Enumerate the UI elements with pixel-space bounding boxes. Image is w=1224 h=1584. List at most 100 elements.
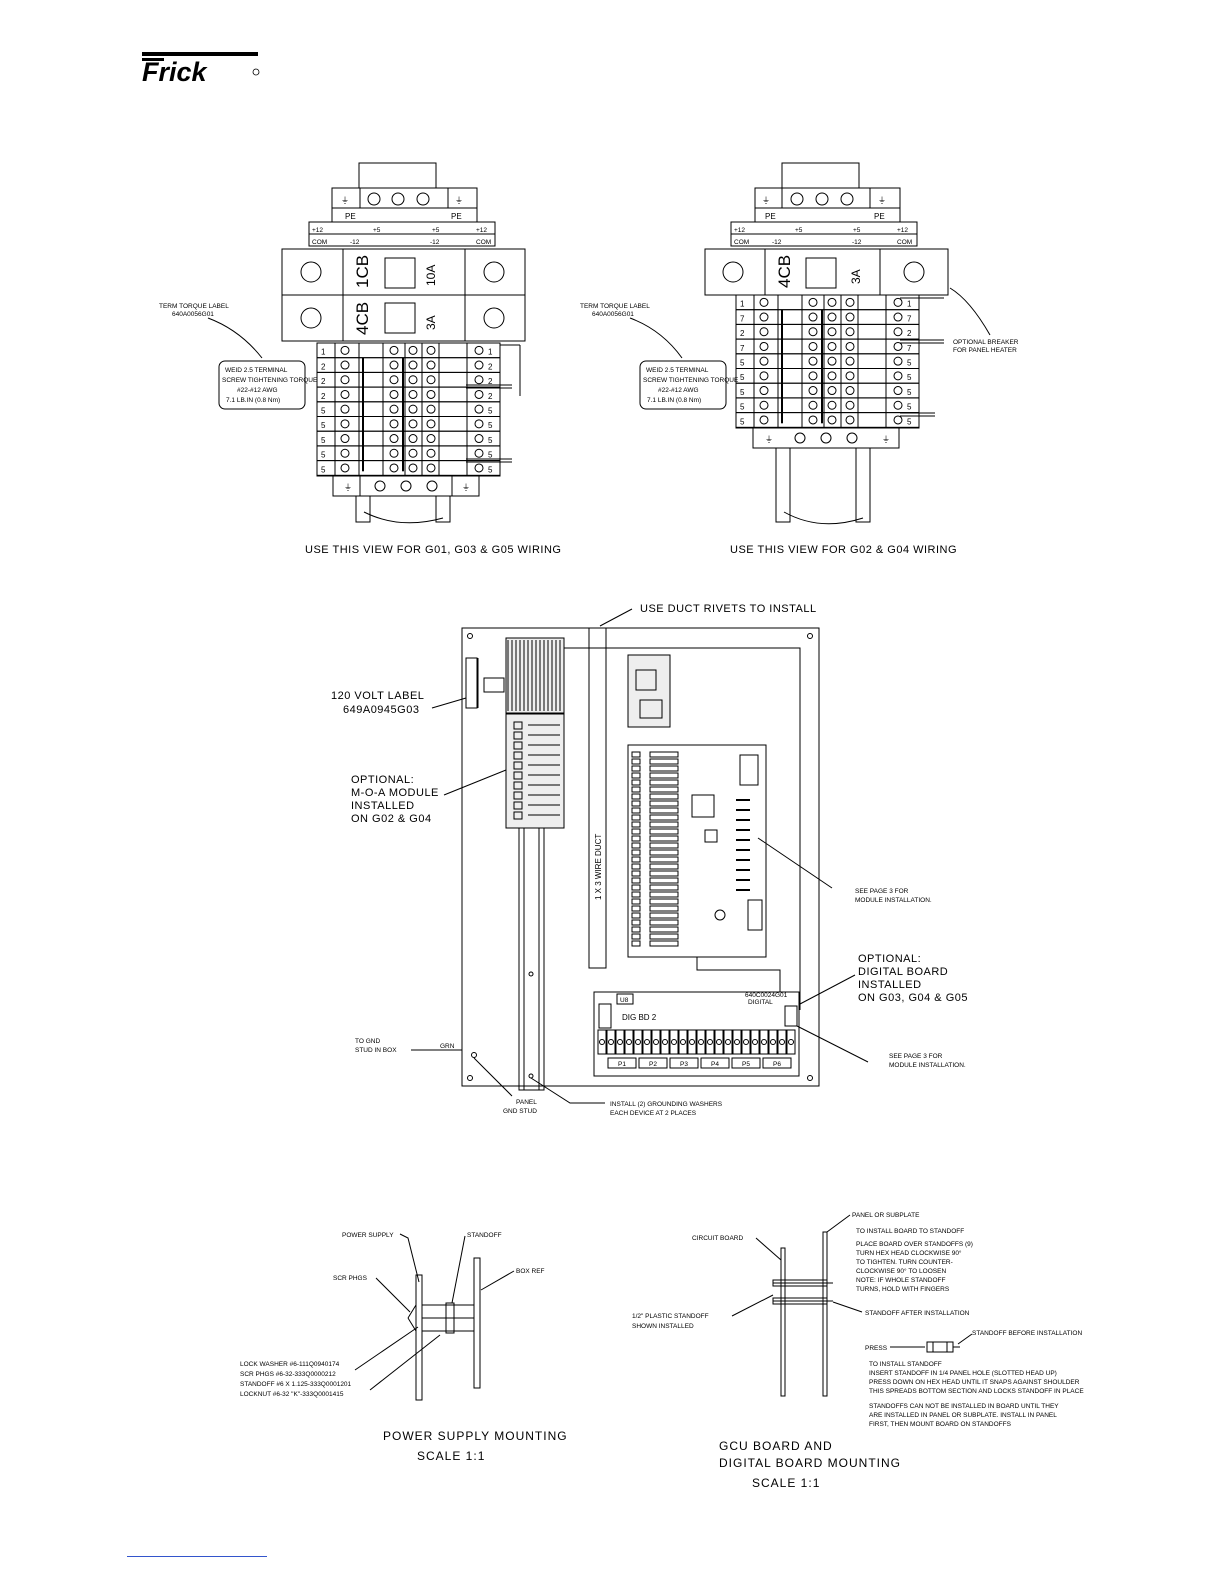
frick-logo: Frick bbox=[142, 52, 260, 84]
gcu-standoff-1: TO INSTALL STANDOFF bbox=[869, 1361, 942, 1368]
right-terminal-row-number-end: 5 bbox=[907, 388, 912, 397]
right-terminal-row-number-end: 5 bbox=[907, 373, 912, 382]
left-terminal-row-number: 2 bbox=[321, 392, 326, 401]
gcu-circuit-board-label: CIRCUIT BOARD bbox=[692, 1235, 743, 1242]
moa-module bbox=[505, 713, 565, 829]
digital-board-connector bbox=[607, 1057, 637, 1069]
gnd-stud-note-2: STUD IN BOX bbox=[355, 1047, 397, 1054]
breaker-3a-rating: 3A bbox=[424, 315, 438, 330]
left-terminal-row-number-end: 2 bbox=[488, 392, 493, 401]
right-terminal-row-number: 5 bbox=[740, 403, 745, 412]
pe-label-right-2: PE bbox=[874, 212, 885, 221]
right-terminal-row-number: 7 bbox=[740, 344, 745, 353]
label-plus5-right: +5 bbox=[795, 227, 803, 234]
left-terminal-row bbox=[316, 460, 501, 476]
ps-part-2: SCR PHGS #6-32-333Q0000212 bbox=[240, 1371, 336, 1378]
left-view-caption: USE THIS VIEW FOR G01, G03 & G05 WIRING bbox=[305, 544, 561, 556]
terminal-view-left: ⏚⏚ PE PE +12 COM -12 +5 +5 -12 +12 COM 1… bbox=[159, 162, 561, 556]
breaker-4cb-right-label: 4CB bbox=[775, 255, 794, 288]
gcu-plastic-standoff-2: SHOWN INSTALLED bbox=[632, 1323, 694, 1330]
digital-board-note-1: OPTIONAL: bbox=[858, 953, 921, 965]
right-terminal-row-number: 5 bbox=[740, 373, 745, 382]
gcu-mounting: CIRCUIT BOARD PANEL OR SUBPLATE TO INSTA… bbox=[632, 1212, 1084, 1490]
pe-label-right-1: PE bbox=[765, 212, 776, 221]
left-terminal-row-number: 5 bbox=[321, 407, 326, 416]
label-plus12-right: +12 bbox=[734, 227, 745, 234]
right-terminal-row-number: 5 bbox=[740, 417, 745, 426]
label-com-right: COM bbox=[734, 239, 749, 246]
digital-board-connector bbox=[762, 1057, 792, 1069]
digital-board-connector-label: P4 bbox=[711, 1061, 719, 1068]
dig-board-label: DIG BD 2 bbox=[622, 1013, 657, 1022]
label-minus12-right-2: -12 bbox=[852, 239, 862, 246]
digital-board-connector bbox=[638, 1057, 668, 1069]
gcu-standoff-before-label: STANDOFF BEFORE INSTALLATION bbox=[972, 1330, 1082, 1337]
right-terminal-row-number-end: 1 bbox=[907, 300, 912, 309]
left-terminal-row-number: 1 bbox=[321, 348, 326, 357]
term-torque-label-right: TERM TORQUE LABEL bbox=[580, 303, 650, 310]
term-torque-part-left: 640A0056G01 bbox=[172, 311, 214, 318]
right-terminal-row-number-end: 5 bbox=[907, 359, 912, 368]
ps-part-3: STANDOFF #6 X 1.125-333Q0001201 bbox=[240, 1381, 352, 1388]
svg-text:⏚: ⏚ bbox=[455, 196, 463, 205]
grn-label: GRN bbox=[440, 1043, 455, 1050]
svg-text:⏚: ⏚ bbox=[882, 435, 890, 444]
torque-box-left-4: 7.1 LB.IN (0.8 Nm) bbox=[226, 397, 280, 404]
gcu-standoff-2: INSERT STANDOFF IN 1/4 PANEL HOLE (SLOTT… bbox=[869, 1370, 1057, 1377]
digboard-code-2: DIGITAL bbox=[748, 999, 773, 1006]
volt-label-part: 649A0945G03 bbox=[343, 704, 419, 716]
grounding-note-2: EACH DEVICE AT 2 PLACES bbox=[610, 1110, 697, 1117]
left-terminal-row-number-end: 5 bbox=[488, 421, 493, 430]
label-com-left: COM bbox=[312, 239, 327, 246]
ps-box-ref-label: BOX REF bbox=[516, 1268, 545, 1275]
right-terminal-row-number: 2 bbox=[740, 329, 745, 338]
digital-board-note-3: INSTALLED bbox=[858, 979, 922, 991]
gcu-warning-3: FIRST, THEN MOUNT BOARD ON STANDOFFS bbox=[869, 1421, 1012, 1428]
gcu-plastic-standoff-1: 1/2" PLASTIC STANDOFF bbox=[632, 1313, 709, 1320]
gcu-install-5: CLOCKWISE 90° TO LOOSEN bbox=[856, 1267, 946, 1275]
label-plus5-right-2: +5 bbox=[853, 227, 861, 234]
digital-board-note-2: DIGITAL BOARD bbox=[858, 966, 948, 978]
moa-note-1: OPTIONAL: bbox=[351, 774, 414, 786]
right-terminal-row-number-end: 2 bbox=[907, 329, 912, 338]
gcu-scale: SCALE 1:1 bbox=[752, 1476, 820, 1490]
digital-board-connector-label: P5 bbox=[742, 1061, 750, 1068]
u8-label: U8 bbox=[620, 997, 629, 1004]
moa-note-3: INSTALLED bbox=[351, 800, 415, 812]
left-terminal-row-number-end: 1 bbox=[488, 348, 493, 357]
label-minus12-left-2: -12 bbox=[430, 239, 440, 246]
right-terminal-row-number-end: 7 bbox=[907, 344, 912, 353]
digital-board-connector-label: P3 bbox=[680, 1061, 688, 1068]
left-terminal-row-number: 2 bbox=[321, 377, 326, 386]
gcu-title-2: DIGITAL BOARD MOUNTING bbox=[719, 1456, 901, 1470]
torque-box-right-3: #22-#12 AWG bbox=[658, 387, 699, 394]
see-page-note-1b: MODULE INSTALLATION. bbox=[855, 897, 932, 904]
label-plus12-left-2: +12 bbox=[476, 227, 487, 234]
gcu-install-3: TURN HEX HEAD CLOCKWISE 90° bbox=[856, 1249, 962, 1257]
left-terminal-row-number-end: 2 bbox=[488, 377, 493, 386]
torque-box-left-2: SCREW TIGHTENING TORQUE bbox=[222, 377, 318, 384]
torque-box-left-1: WEID 2.5 TERMINAL bbox=[225, 367, 288, 374]
digital-board-connector bbox=[731, 1057, 761, 1069]
panel-outline bbox=[461, 627, 820, 1087]
panel-gnd-note-2: GND STUD bbox=[503, 1108, 537, 1115]
volt-label-text: 120 VOLT LABEL bbox=[331, 690, 424, 702]
gcu-panel-label: PANEL OR SUBPLATE bbox=[852, 1212, 920, 1219]
ps-standoff-label: STANDOFF bbox=[467, 1232, 502, 1239]
label-minus12-right: -12 bbox=[772, 239, 782, 246]
grounding-note-1: INSTALL (2) GROUNDING WASHERS bbox=[610, 1101, 723, 1108]
digital-board-connector-label: P2 bbox=[649, 1061, 657, 1068]
right-terminal-row-number: 7 bbox=[740, 314, 745, 323]
pe-label-left-1: PE bbox=[345, 212, 356, 221]
right-terminal-row-number: 1 bbox=[740, 300, 745, 309]
right-terminal-row bbox=[735, 412, 920, 428]
right-terminal-row-number-end: 5 bbox=[907, 417, 912, 426]
see-page-note-2a: SEE PAGE 3 FOR bbox=[889, 1053, 943, 1060]
panel-layout: USE DUCT RIVETS TO INSTALL 1 X 3 WIRE DU… bbox=[331, 603, 968, 1117]
gnd-stud-note-1: TO GND bbox=[355, 1038, 380, 1045]
svg-text:⏚: ⏚ bbox=[462, 483, 470, 492]
left-terminal-row-number: 5 bbox=[321, 465, 326, 474]
gcu-title-1: GCU BOARD AND bbox=[719, 1439, 833, 1453]
gcu-standoff-3: PRESS DOWN ON HEX HEAD UNTIL IT SNAPS AG… bbox=[869, 1379, 1080, 1386]
